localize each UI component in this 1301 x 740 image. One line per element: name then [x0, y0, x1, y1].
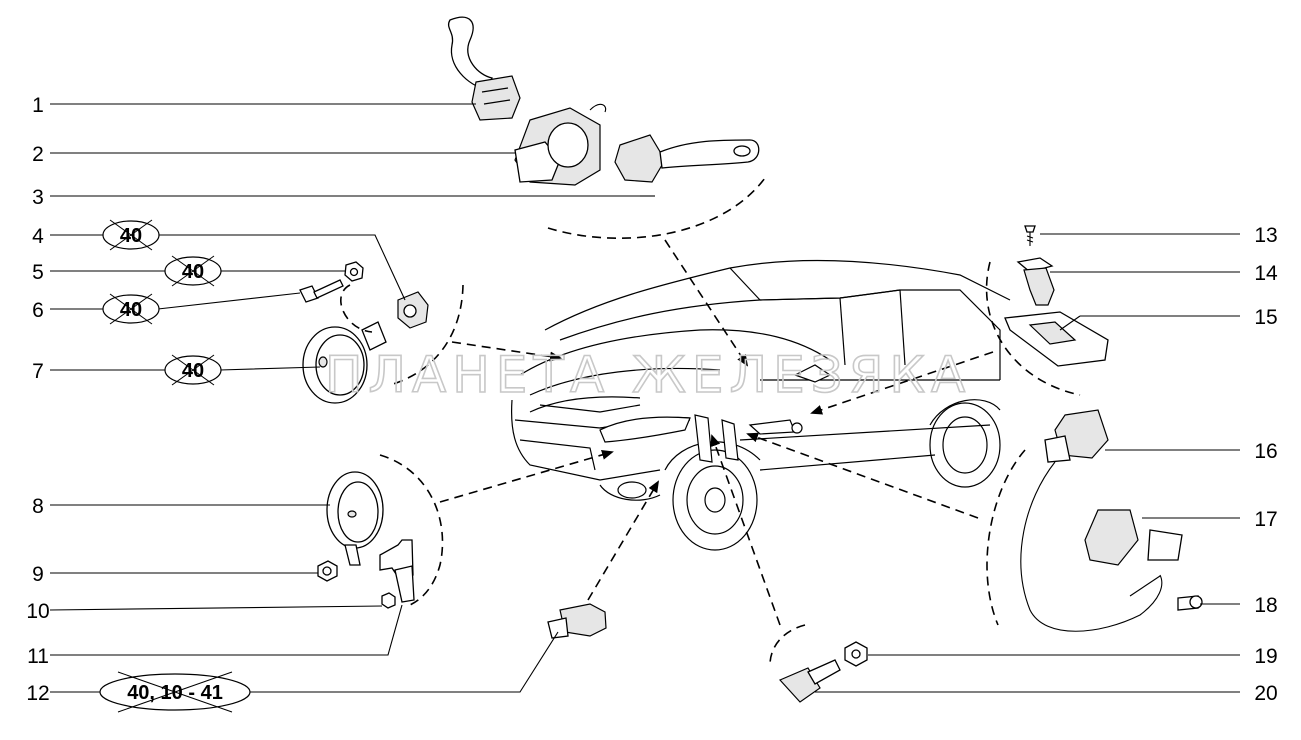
callout-numbers-left: 1 2 3 4 5 6 7 8 9 10 11 12: [26, 94, 49, 705]
reference-text-7: 40: [182, 360, 204, 382]
callout-17: 17: [1254, 508, 1277, 531]
reference-badge-5: 40: [164, 255, 222, 287]
callout-12: 12: [26, 682, 49, 705]
callout-10: 10: [26, 600, 49, 623]
part-7-horn: [302, 321, 387, 404]
part-2-switch-module: [514, 103, 607, 186]
part-19-nut: [844, 641, 868, 667]
callout-18: 18: [1254, 594, 1277, 617]
callout-16: 16: [1254, 440, 1277, 463]
callout-11: 11: [27, 645, 49, 668]
reference-text-5: 40: [182, 261, 204, 283]
part-9-nut: [317, 560, 338, 582]
reference-badge-12: 40, 10 - 41: [99, 671, 251, 713]
car-illustration: [510, 259, 1011, 551]
group-arcs: [340, 177, 1081, 666]
part-20-switch: [778, 659, 841, 703]
reference-text-12: 40, 10 - 41: [127, 682, 223, 704]
reference-badge-6: 40: [102, 293, 160, 325]
callout-numbers-right: 13 14 15 16 17 18 19 20: [1254, 224, 1278, 705]
callout-6: 6: [32, 299, 44, 322]
part-12-sensor: [547, 603, 607, 639]
callout-14: 14: [1254, 262, 1278, 285]
callout-5: 5: [32, 261, 44, 284]
part-17-switch: [1084, 509, 1183, 566]
part-14-bracket: [1016, 257, 1055, 306]
part-15-housing: [1004, 311, 1109, 367]
callout-9: 9: [32, 563, 44, 586]
watermark-text: ПЛАНЕТА ЖЕЛЕЗЯКА: [325, 346, 971, 404]
part-4-holder: [397, 291, 429, 329]
callout-3: 3: [32, 186, 44, 209]
reference-text-4: 40: [120, 225, 142, 247]
callout-20: 20: [1254, 682, 1277, 705]
callout-15: 15: [1254, 306, 1277, 329]
part-6-bolt: [299, 279, 344, 303]
reference-badge-4: 40: [102, 219, 160, 251]
part-13-screw: [1024, 225, 1036, 246]
leader-lines: [49, 103, 1240, 693]
part-16-sensor-wire: [1020, 409, 1163, 632]
reference-badge-7: 40: [164, 354, 222, 386]
reference-text-6: 40: [120, 299, 142, 321]
part-1-wiper-switch: [447, 16, 521, 121]
part-10-nut: [381, 592, 396, 609]
callout-7: 7: [32, 360, 44, 383]
part-5-nut: [344, 261, 364, 282]
part-3-turn-signal-switch: [614, 134, 760, 183]
part-18-screw: [1177, 595, 1203, 611]
assembly-arrows: [439, 239, 994, 626]
callout-4: 4: [32, 225, 44, 248]
callout-13: 13: [1254, 224, 1277, 247]
part-11-bracket: [379, 539, 415, 603]
callout-2: 2: [32, 143, 44, 166]
part-8-horn: [326, 471, 384, 566]
callout-1: 1: [32, 94, 44, 117]
callout-19: 19: [1254, 645, 1277, 668]
callout-8: 8: [32, 495, 44, 518]
